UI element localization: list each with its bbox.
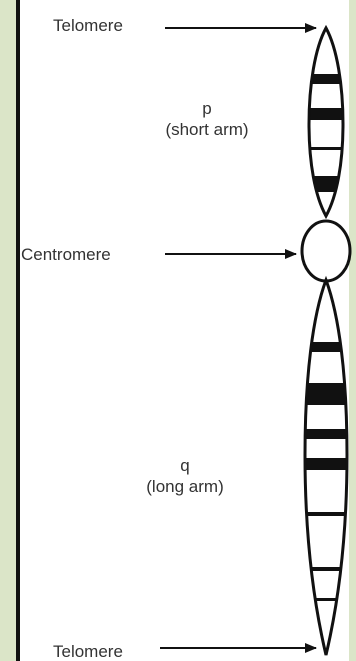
q-arm-description: (long arm): [110, 476, 260, 497]
centromere-shape: [302, 221, 350, 281]
q-arm-shape: [300, 280, 356, 655]
p-arm-letter: p: [122, 98, 292, 119]
telomere-bottom-label: Telomere: [53, 643, 123, 660]
p-band-4: [300, 176, 356, 192]
p-band-1: [300, 74, 356, 84]
p-arm-label: p (short arm): [122, 98, 292, 141]
q-band-1: [300, 342, 356, 352]
q-arm-letter: q: [110, 455, 260, 476]
centromere-label: Centromere: [21, 246, 111, 263]
telomere-top-label: Telomere: [53, 17, 123, 34]
q-arm-label: q (long arm): [110, 455, 260, 498]
q-band-6: [300, 567, 356, 571]
q-band-7: [300, 598, 356, 601]
p-arm-description: (short arm): [122, 119, 292, 140]
q-band-5: [300, 512, 356, 516]
p-arm-shape: [300, 28, 356, 216]
